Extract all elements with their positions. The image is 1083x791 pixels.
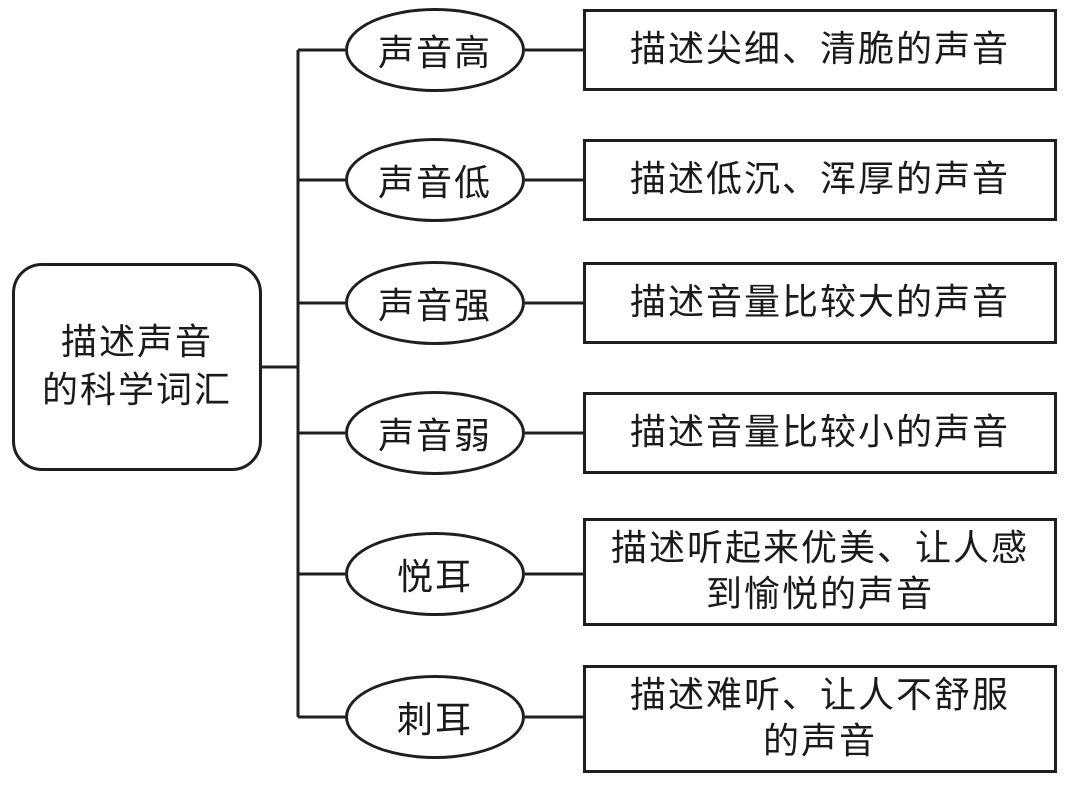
desc-text: 描述音量比较小的声音 [629,412,1010,453]
term-label: 悦耳 [396,557,473,598]
desc-box-1: 描述尖细、清脆的声音 [583,9,1057,91]
root-node: 描述声音 的科学词汇 [12,263,262,471]
term-node-3: 声音强 [345,261,525,345]
desc-text: 描述音量比较大的声音 [629,282,1010,323]
desc-text-line2: 的声音 [762,721,877,762]
term-node-2: 声音低 [345,138,525,222]
term-label: 声音高 [377,33,492,74]
desc-text-line1: 描述听起来优美、让人感 [610,528,1029,569]
desc-text-line1: 描述难听、让人不舒服 [629,675,1010,716]
root-label-line1: 描述声音 [60,322,213,363]
term-label: 声音弱 [377,416,492,457]
term-node-5: 悦耳 [345,532,525,616]
root-label-line2: 的科学词汇 [41,370,232,411]
desc-text-line2: 到愉悦的声音 [705,574,934,615]
term-node-4: 声音弱 [345,391,525,475]
desc-box-3: 描述音量比较大的声音 [583,262,1057,344]
term-node-6: 刺耳 [345,675,525,759]
term-label: 声音强 [377,286,492,327]
desc-box-5: 描述听起来优美、让人感 到愉悦的声音 [583,518,1057,626]
term-label: 声音低 [377,163,492,204]
desc-box-2: 描述低沉、浑厚的声音 [583,139,1057,221]
desc-text: 描述尖细、清脆的声音 [629,29,1010,70]
desc-box-4: 描述音量比较小的声音 [583,392,1057,474]
term-node-1: 声音高 [345,8,525,92]
desc-text: 描述低沉、浑厚的声音 [629,159,1010,200]
desc-box-6: 描述难听、让人不舒服 的声音 [583,665,1057,773]
term-label: 刺耳 [396,700,473,741]
